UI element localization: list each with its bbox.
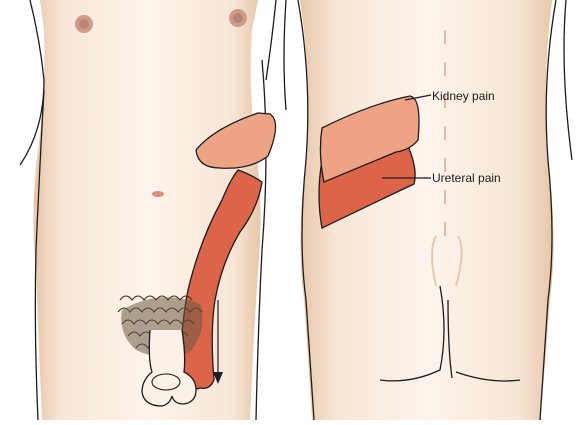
front-right-arm-outline: [266, 0, 276, 80]
front-torso-view: [20, 0, 286, 420]
navel: [152, 191, 164, 197]
kidney-pain-label: Kidney pain: [432, 89, 495, 103]
front-right-arm-edge: [284, 0, 286, 110]
ureteral-pain-label: Ureteral pain: [432, 171, 501, 185]
back-right-arm-edge: [564, 0, 572, 160]
view-divider: [288, 0, 296, 420]
left-nipple-center: [79, 19, 89, 29]
right-nipple-center: [233, 13, 243, 23]
back-torso-view: Kidney pain Ureteral pain: [298, 0, 572, 420]
